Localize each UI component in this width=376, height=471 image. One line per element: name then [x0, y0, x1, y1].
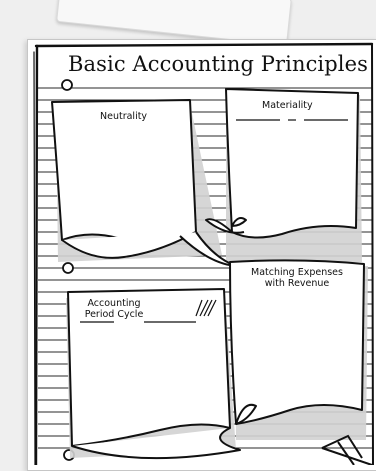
note-period: [67, 288, 241, 460]
note-label-neutrality: Neutrality: [100, 111, 148, 122]
note-matching: [229, 259, 365, 425]
page-title: Basic Accounting Principles: [68, 52, 369, 76]
note-label-matching: Matching Expenses with Revenue: [251, 267, 343, 289]
star-doodle: [321, 434, 373, 465]
binder-hole: [61, 79, 73, 91]
note-label-materiality: Materiality: [262, 100, 313, 111]
sketch-border: [33, 42, 374, 465]
note-label-period: Accounting Period Cycle: [84, 298, 144, 320]
binder-hole: [62, 262, 74, 274]
note-neutrality: [51, 99, 237, 267]
note-materiality: [205, 88, 359, 239]
